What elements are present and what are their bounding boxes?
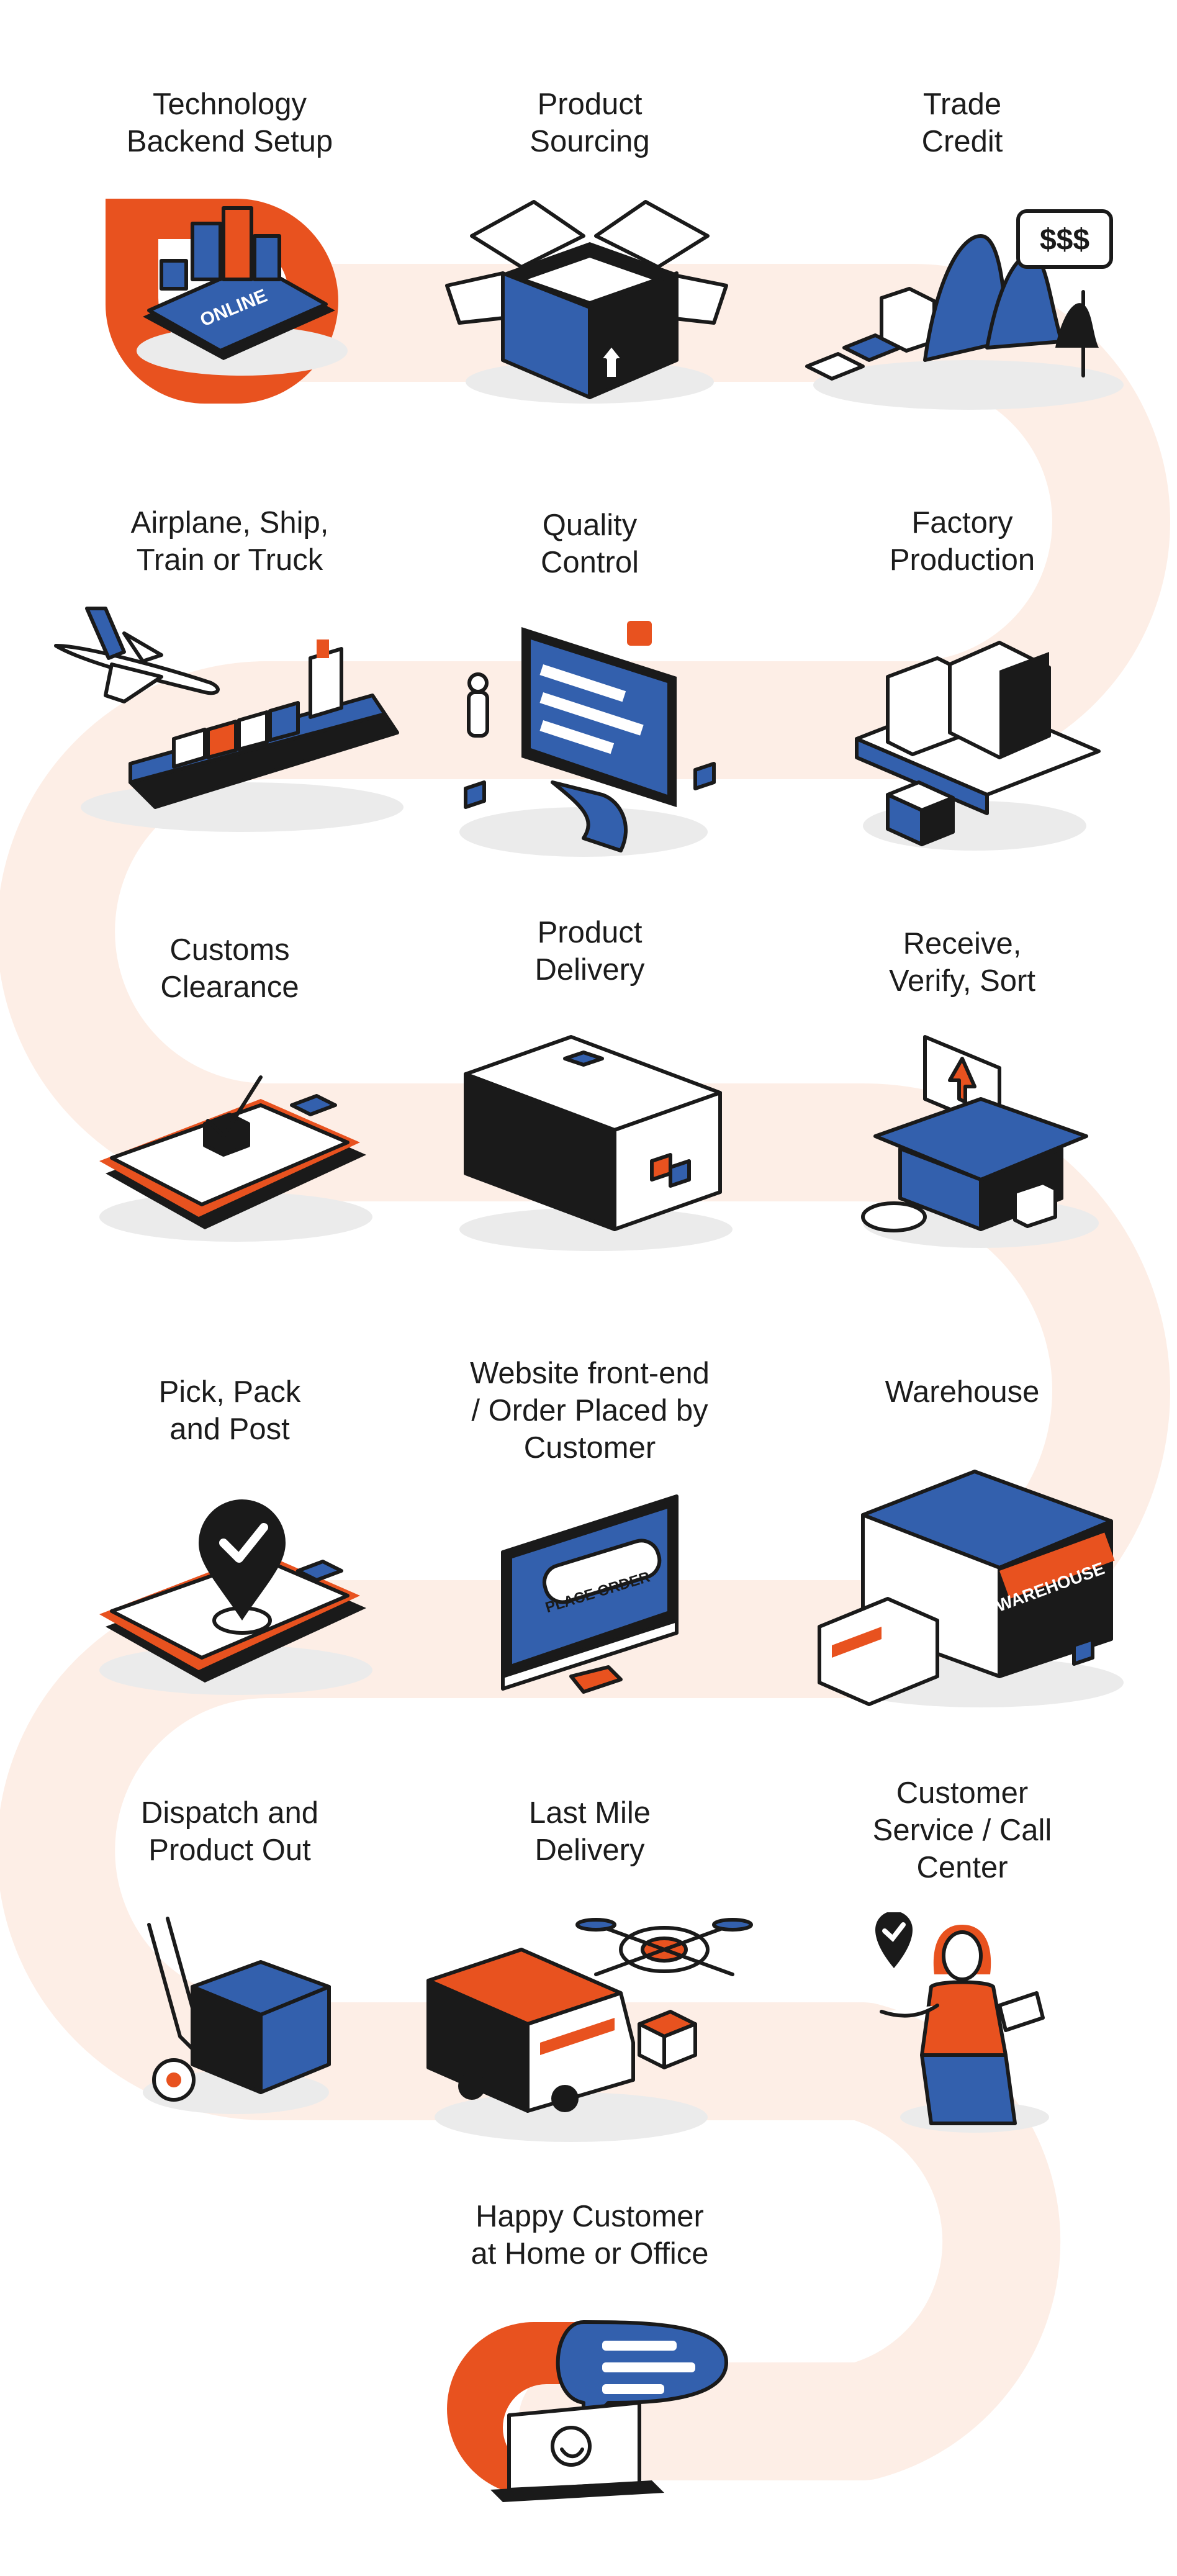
call-center-agent-icon [863, 1912, 1062, 2136]
pallet-boxes-icon [850, 627, 1111, 863]
trade-credit-sign-text: $$$ [1040, 224, 1089, 256]
happy-laptop-icon [435, 2310, 751, 2508]
step-label-technology: Technology Backend Setup [126, 88, 333, 158]
quality-monitor-icon [435, 615, 733, 863]
open-box-icon [441, 192, 739, 410]
step-label-factory: Factory Production [889, 506, 1035, 577]
van-drone-icon [422, 1900, 770, 2148]
step-label-pick-pack: Pick, Pack and Post [158, 1375, 301, 1446]
shipping-container-icon [447, 1024, 745, 1260]
airplane-ship-icon [50, 602, 410, 838]
step-label-happy-customer: Happy Customer at Home or Office [471, 2200, 709, 2271]
step-label-website: Website front-end / Order Placed by Cust… [470, 1357, 710, 1465]
step-label-trade-credit: Trade Credit [921, 88, 1003, 158]
warehouse-building-icon: WAREHOUSE [813, 1465, 1124, 1714]
hand-truck-icon [130, 1912, 341, 2123]
step-label-customs: Customs Clearance [160, 933, 299, 1004]
step-label-quality: Quality Control [541, 508, 639, 579]
step-label-receive: Receive, Verify, Sort [888, 927, 1035, 998]
step-label-dispatch: Dispatch and Product Out [140, 1796, 318, 1867]
receive-box-icon [857, 1024, 1105, 1254]
step-label-delivery: Product Delivery [534, 916, 645, 987]
place-order-monitor-icon: PLACE ORDER [490, 1490, 689, 1714]
clipboard-check-icon [87, 1068, 385, 1254]
online-shop-icon: ONLINE [99, 186, 360, 422]
map-pin-check-icon [87, 1490, 385, 1707]
step-label-sourcing: Product Sourcing [530, 88, 650, 158]
step-label-call-center: Customer Service / Call Center [872, 1776, 1052, 1884]
step-label-transport: Airplane, Ship, Train or Truck [130, 506, 329, 577]
trade-credit-chart-icon: $$$ [801, 199, 1136, 416]
step-label-last-mile: Last Mile Delivery [528, 1796, 651, 1867]
step-label-warehouse: Warehouse [885, 1375, 1040, 1409]
